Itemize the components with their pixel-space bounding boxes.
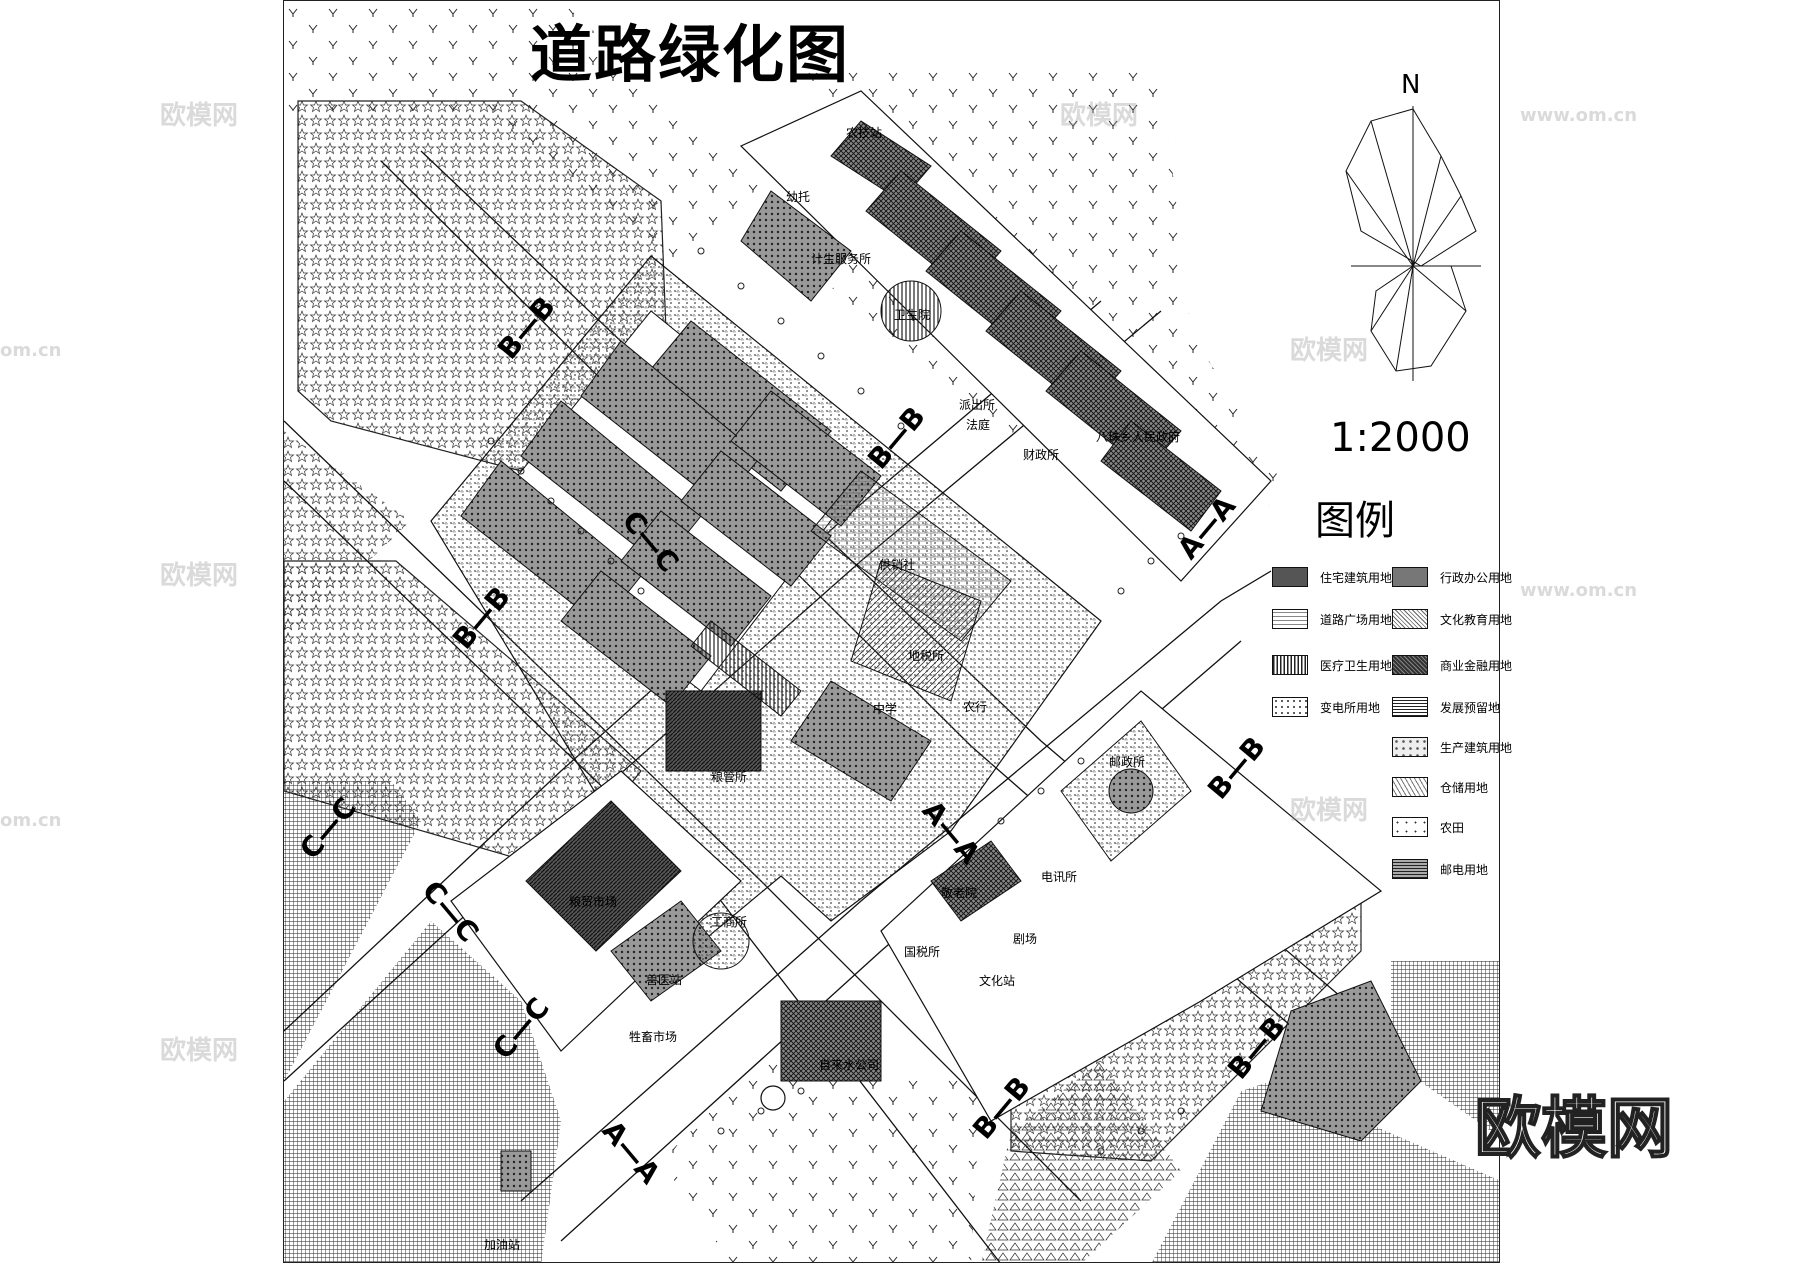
- road-greening-map: 农技站 幼托 计生服务所 卫生院 派出所 法庭 财政所 八珠乡人民政府 供销社 …: [284, 1, 1499, 1262]
- watermark: 欧模网: [160, 561, 239, 591]
- legend-label: 生产建筑用地: [1440, 740, 1513, 755]
- place-label: 自来水公司: [819, 1058, 879, 1072]
- legend-label: 发展预留地: [1440, 700, 1501, 715]
- place-label: 幼托: [786, 190, 810, 204]
- legend-swatch: [1392, 777, 1428, 797]
- place-label: 八珠乡人民政府: [1096, 429, 1180, 444]
- watermark: 欧模网: [1290, 796, 1369, 826]
- legend-title: 图例: [1315, 498, 1395, 544]
- legend-label: 道路广场用地: [1320, 612, 1393, 627]
- legend-item: 医疗卫生用地: [1272, 653, 1512, 677]
- legend-swatch: [1392, 859, 1428, 879]
- place-label: 牲畜市场: [629, 1029, 677, 1044]
- legend-item: 变电所用地: [1272, 695, 1512, 719]
- watermark: 欧模网: [160, 101, 239, 131]
- place-label: 电讯所: [1041, 870, 1077, 884]
- legend-swatch: [1392, 609, 1428, 629]
- legend-label: 邮电用地: [1440, 862, 1489, 877]
- place-label: 财政所: [1023, 448, 1059, 462]
- place-label: 文化站: [979, 973, 1015, 988]
- legend: 住宅建筑用地 行政办公用地 道路广场用地 文化教育用地 医疗卫生用地 商业金融用…: [1272, 565, 1742, 905]
- place-label: 国税所: [904, 945, 940, 959]
- legend-item: 行政办公用地: [1392, 565, 1632, 589]
- watermark: 欧模网: [160, 1036, 239, 1066]
- admin-block: [739, 90, 1272, 582]
- watermark-url: www.om.cn: [1520, 105, 1638, 126]
- legend-swatch: [1392, 697, 1428, 717]
- place-label: 法庭: [966, 417, 990, 432]
- map-frame: 农技站 幼托 计生服务所 卫生院 派出所 法庭 财政所 八珠乡人民政府 供销社 …: [283, 0, 1500, 1263]
- watermark-url: om.cn: [0, 810, 62, 831]
- legend-swatch: [1272, 697, 1308, 717]
- legend-label: 商业金融用地: [1440, 658, 1513, 673]
- place-label: 地税所: [908, 649, 944, 663]
- place-label: 加油站: [484, 1238, 520, 1252]
- place-label: 计生服务所: [811, 251, 871, 266]
- legend-swatch: [1272, 655, 1308, 675]
- place-label: 供销社: [879, 557, 915, 572]
- legend-label: 医疗卫生用地: [1320, 658, 1393, 673]
- legend-label: 仓储用地: [1440, 780, 1489, 795]
- place-label: 邮政所: [1109, 755, 1145, 769]
- place-label: 农行: [963, 700, 987, 714]
- place-label: 农技站: [846, 126, 882, 140]
- legend-swatch: [1392, 817, 1428, 837]
- legend-label: 行政办公用地: [1440, 570, 1513, 585]
- place-labels: 农技站 幼托 计生服务所 卫生院 派出所 法庭 财政所 八珠乡人民政府 供销社 …: [484, 126, 1180, 1252]
- watermark-url: om.cn: [0, 340, 62, 361]
- place-label: 派出所: [959, 398, 995, 412]
- scale-label: 1:2000: [1330, 415, 1471, 461]
- legend-item: 生产建筑用地: [1392, 735, 1632, 759]
- place-label: 敬老院: [941, 886, 977, 900]
- legend-swatch: [1272, 609, 1308, 629]
- watermark: 欧模网: [1060, 101, 1139, 131]
- legend-item: 邮电用地: [1392, 857, 1632, 881]
- legend-swatch: [1272, 567, 1308, 587]
- place-label: 中学: [873, 701, 897, 716]
- place-label: 兽医站: [646, 973, 682, 987]
- reserve-zones: [284, 781, 1499, 1262]
- watermark: 欧模网: [1290, 336, 1369, 366]
- legend-label: 文化教育用地: [1440, 612, 1513, 627]
- legend-label: 住宅建筑用地: [1320, 570, 1393, 585]
- map-title: 道路绿化图: [530, 18, 851, 91]
- watermark-logo: 欧模网: [1474, 1089, 1674, 1168]
- legend-item: 发展预留地: [1392, 695, 1632, 719]
- legend-swatch: [1392, 567, 1428, 587]
- legend-item: 商业金融用地: [1392, 653, 1632, 677]
- central-block: [430, 255, 1102, 952]
- legend-swatch: [1392, 655, 1428, 675]
- place-label: 剧场: [1013, 932, 1037, 946]
- legend-label: 农田: [1440, 820, 1465, 835]
- legend-label: 变电所用地: [1320, 700, 1381, 715]
- legend-item: 道路广场用地: [1272, 607, 1512, 631]
- legend-item: 住宅建筑用地: [1272, 565, 1512, 589]
- place-label: 卫生院: [894, 308, 930, 322]
- place-label: 粮管所: [711, 769, 747, 784]
- place-label: 粮贸市场: [569, 894, 617, 909]
- legend-item: 文化教育用地: [1392, 607, 1632, 631]
- watermark-url: www.om.cn: [1520, 580, 1638, 601]
- compass-north-label: N: [1401, 70, 1420, 100]
- legend-item: 仓储用地: [1392, 775, 1632, 799]
- street-trees: [487, 247, 1185, 1155]
- section-marker: A—A: [596, 1114, 667, 1190]
- compass-rose: N: [1345, 70, 1481, 381]
- southwest-block: [450, 770, 882, 1192]
- southeast-block: [880, 690, 1422, 1142]
- place-label: 工商所: [711, 914, 747, 929]
- legend-item: 农田: [1392, 815, 1632, 839]
- legend-swatch: [1392, 737, 1428, 757]
